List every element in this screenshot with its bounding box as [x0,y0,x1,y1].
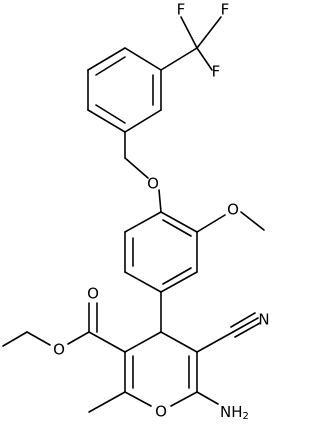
bond [26,331,51,346]
fluorine-label: F [177,1,186,19]
methyl-bond [88,391,126,413]
middle-benzene-ring [124,211,198,293]
double-bond-line [95,56,126,76]
bond [160,47,198,71]
top-benzene-ring [87,47,162,133]
bond [88,331,126,353]
double-bond-line [95,104,126,124]
double-bond-line [162,267,192,285]
bond [67,331,90,345]
bond [196,391,219,405]
bond [160,211,198,233]
bond [124,331,162,353]
trifluoromethyl-group: F F F [160,1,230,81]
bond [87,47,126,71]
carbonyl-oxygen-label: O [87,285,99,303]
bond [124,109,162,133]
triple-bond-line [230,312,256,328]
double-bond-line [162,219,192,237]
bond [87,109,126,133]
bond [158,189,162,213]
bond [160,271,198,293]
bond [124,47,162,71]
bond [124,157,149,179]
amino-group: NH2 [196,391,249,423]
ester-oxygen-label: O [53,341,65,359]
bond [124,211,162,233]
bond [160,331,198,353]
ethyl-ester-group: O O [2,285,126,359]
triple-bond-line [232,317,259,333]
methoxy-oxygen-label: O [227,201,239,219]
bond [170,391,198,407]
bond [196,47,213,71]
triple-bond-line [234,322,261,338]
ether-oxygen-label: O [147,175,159,193]
methoxy-group: O [196,201,265,233]
bond [180,16,198,49]
fluorine-label: F [212,63,221,81]
bond [196,214,226,233]
benzyl-ether-linker: O [124,131,162,213]
bond [196,331,234,353]
bond [124,271,162,293]
amino-nh-label: NH2 [220,403,249,423]
pyran-ring: O [124,331,198,421]
nitrile-nitrogen-label: N [258,311,269,329]
bond [124,391,152,407]
bond [2,331,28,347]
chemical-structure: F F F O O O [2,0,270,423]
nitrile-group: N [196,311,270,353]
pyran-oxygen-label: O [155,403,167,421]
fluorine-label: F [221,1,230,19]
bond [196,16,222,49]
bond [240,211,265,231]
